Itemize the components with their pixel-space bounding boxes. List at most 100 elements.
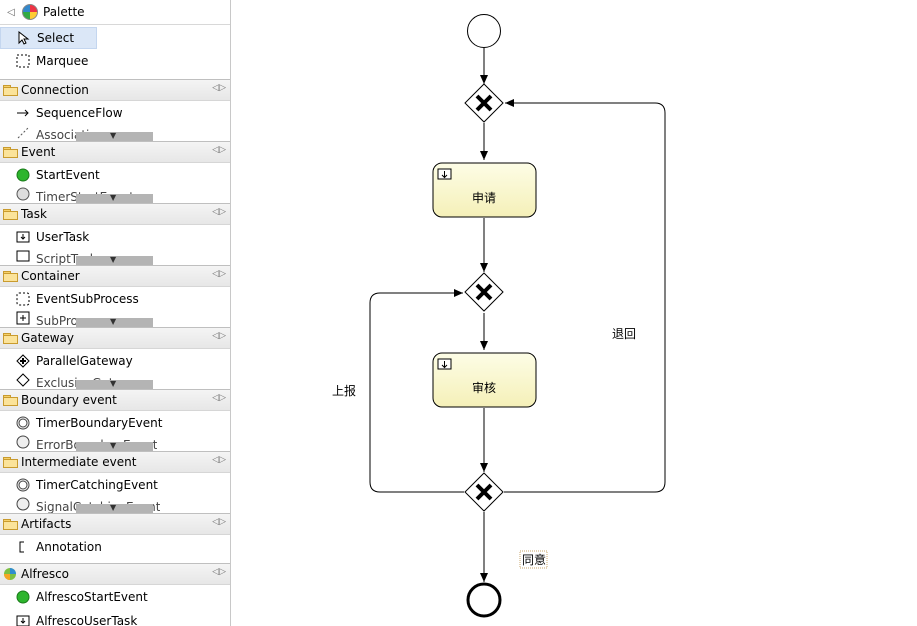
annotation-icon bbox=[16, 540, 30, 554]
folder-icon bbox=[3, 457, 18, 468]
diagram-canvas[interactable]: 申请 审核 上报 退回 同意 bbox=[231, 0, 917, 626]
drawer-toggle-icon[interactable]: ◁▷ bbox=[212, 145, 226, 155]
drawer-toggle-icon[interactable]: ◁▷ bbox=[212, 393, 226, 403]
tool-sequence-flow[interactable]: SequenceFlow bbox=[0, 101, 230, 125]
chevron-down-icon: ▼ bbox=[110, 193, 117, 202]
drawer-header-event[interactable]: Event ◁▷ bbox=[0, 142, 230, 163]
tool-label: EventSubProcess bbox=[36, 292, 139, 306]
drawer-header-gateway[interactable]: Gateway ◁▷ bbox=[0, 328, 230, 349]
alfresco-user-task-icon bbox=[16, 614, 30, 626]
drawer-toggle-icon[interactable]: ◁▷ bbox=[212, 455, 226, 465]
flow-label-agree[interactable]: 同意 bbox=[522, 552, 546, 567]
drawer-toggle-icon[interactable]: ◁▷ bbox=[212, 207, 226, 217]
drawer-scroll-down[interactable]: ▼ bbox=[76, 255, 153, 265]
drawer-items: ParallelGateway ExclusiveGateway ▼ bbox=[0, 349, 230, 389]
drawer-scroll-down[interactable]: ▼ bbox=[76, 317, 153, 327]
drawer-scroll-down[interactable]: ▼ bbox=[76, 193, 153, 203]
drawer-title: Intermediate event bbox=[21, 455, 137, 469]
exclusive-gateway-2[interactable] bbox=[464, 272, 504, 312]
tool-alfresco-start-event[interactable]: AlfrescoStartEvent bbox=[0, 585, 230, 609]
error-boundary-icon bbox=[16, 435, 30, 449]
drawer-alfresco: Alfresco ◁▷ AlfrescoStartEvent AlfrescoU… bbox=[0, 563, 230, 626]
drawer-scroll-down[interactable]: ▼ bbox=[76, 503, 153, 513]
flow-label-return[interactable]: 退回 bbox=[612, 327, 636, 341]
parallel-gateway-icon bbox=[16, 354, 30, 368]
palette-header: ◁ Palette bbox=[0, 0, 230, 25]
start-event-icon bbox=[16, 168, 30, 182]
drawer-header-boundary-event[interactable]: Boundary event ◁▷ bbox=[0, 390, 230, 411]
collapse-palette-icon[interactable]: ◁ bbox=[7, 6, 15, 18]
tool-start-event[interactable]: StartEvent bbox=[0, 163, 230, 187]
marquee-icon bbox=[16, 54, 30, 68]
x-mark-icon bbox=[475, 94, 493, 112]
tool-parallel-gateway[interactable]: ParallelGateway bbox=[0, 349, 230, 373]
tool-user-task[interactable]: UserTask bbox=[0, 225, 230, 249]
drawer-toggle-icon[interactable]: ◁▷ bbox=[212, 83, 226, 93]
timer-boundary-icon bbox=[16, 416, 30, 430]
drawer-toggle-icon[interactable]: ◁▷ bbox=[212, 517, 226, 527]
tool-label: TimerBoundaryEvent bbox=[36, 416, 163, 430]
drawer-toggle-icon[interactable]: ◁▷ bbox=[212, 331, 226, 341]
drawer-title: Gateway bbox=[21, 331, 75, 345]
drawer-header-alfresco[interactable]: Alfresco ◁▷ bbox=[0, 564, 230, 585]
start-event[interactable] bbox=[467, 14, 501, 48]
drawer-header-task[interactable]: Task ◁▷ bbox=[0, 204, 230, 225]
x-mark-icon bbox=[475, 283, 493, 301]
folder-icon bbox=[3, 519, 18, 530]
sequence-flows bbox=[369, 48, 666, 582]
drawer-title: Alfresco bbox=[21, 567, 70, 581]
task-review-label: 审核 bbox=[472, 380, 496, 395]
tool-annotation[interactable]: Annotation bbox=[0, 535, 230, 559]
drawer-scroll-down[interactable]: ▼ bbox=[76, 441, 153, 451]
user-task-icon bbox=[437, 358, 452, 370]
user-task-review[interactable]: 审核 bbox=[432, 352, 537, 408]
drawer-task: Task ◁▷ UserTask ScriptTask ▼ bbox=[0, 203, 230, 265]
alfresco-start-event-icon bbox=[16, 590, 30, 604]
flow-report-loop[interactable] bbox=[369, 289, 464, 493]
end-event[interactable] bbox=[466, 582, 502, 618]
drawer-toggle-icon[interactable]: ◁▷ bbox=[212, 269, 226, 279]
exclusive-gateway-3[interactable] bbox=[464, 472, 504, 512]
tool-label: ParallelGateway bbox=[36, 354, 133, 368]
drawer-toggle-icon[interactable]: ◁▷ bbox=[212, 567, 226, 577]
drawer-header-connection[interactable]: Connection ◁▷ bbox=[0, 80, 230, 101]
drawer-header-artifacts[interactable]: Artifacts ◁▷ bbox=[0, 514, 230, 535]
flow-return-loop[interactable] bbox=[504, 99, 666, 493]
signal-catching-icon bbox=[16, 497, 30, 511]
cursor-arrow-icon bbox=[17, 31, 31, 45]
tool-alfresco-user-task[interactable]: AlfrescoUserTask bbox=[0, 609, 230, 626]
tool-event-subprocess[interactable]: EventSubProcess bbox=[0, 287, 230, 311]
user-task-apply[interactable]: 申请 bbox=[432, 162, 537, 218]
drawer-items: TimerCatchingEvent SignalCatchingEvent ▼ bbox=[0, 473, 230, 513]
drawer-container: Container ◁▷ EventSubProcess SubProcess … bbox=[0, 265, 230, 327]
tool-timer-catching-event[interactable]: TimerCatchingEvent bbox=[0, 473, 230, 497]
alfresco-logo-icon bbox=[3, 567, 17, 581]
drawer-items: SequenceFlow Association ▼ bbox=[0, 101, 230, 141]
flow-label-report[interactable]: 上报 bbox=[332, 383, 356, 398]
drawer-connection: Connection ◁▷ SequenceFlow Association ▼ bbox=[0, 79, 230, 141]
exclusive-gateway-icon bbox=[16, 373, 30, 387]
user-task-icon bbox=[437, 168, 452, 180]
drawer-header-container[interactable]: Container ◁▷ bbox=[0, 266, 230, 287]
palette-panel: ◁ Palette Select Marquee Connection ◁▷ S… bbox=[0, 0, 231, 626]
tool-marquee-label: Marquee bbox=[36, 54, 89, 68]
chevron-down-icon: ▼ bbox=[110, 441, 117, 450]
chevron-down-icon: ▼ bbox=[110, 317, 117, 326]
drawer-scroll-down[interactable]: ▼ bbox=[76, 379, 153, 389]
drawer-items: UserTask ScriptTask ▼ bbox=[0, 225, 230, 265]
event-subprocess-icon bbox=[16, 292, 30, 306]
drawer-title: Boundary event bbox=[21, 393, 117, 407]
drawer-header-intermediate-event[interactable]: Intermediate event ◁▷ bbox=[0, 452, 230, 473]
exclusive-gateway-1[interactable] bbox=[464, 83, 504, 123]
tool-marquee[interactable]: Marquee bbox=[0, 49, 230, 73]
drawer-scroll-down[interactable]: ▼ bbox=[76, 131, 153, 141]
tool-label: StartEvent bbox=[36, 168, 100, 182]
chevron-down-icon: ▼ bbox=[110, 379, 117, 388]
drawer-title: Event bbox=[21, 145, 56, 159]
tool-label: TimerCatchingEvent bbox=[36, 478, 158, 492]
tool-timer-boundary-event[interactable]: TimerBoundaryEvent bbox=[0, 411, 230, 435]
tool-label: SequenceFlow bbox=[36, 106, 123, 120]
tool-select[interactable]: Select bbox=[0, 27, 97, 49]
chevron-down-icon: ▼ bbox=[110, 255, 117, 264]
folder-icon bbox=[3, 271, 18, 282]
